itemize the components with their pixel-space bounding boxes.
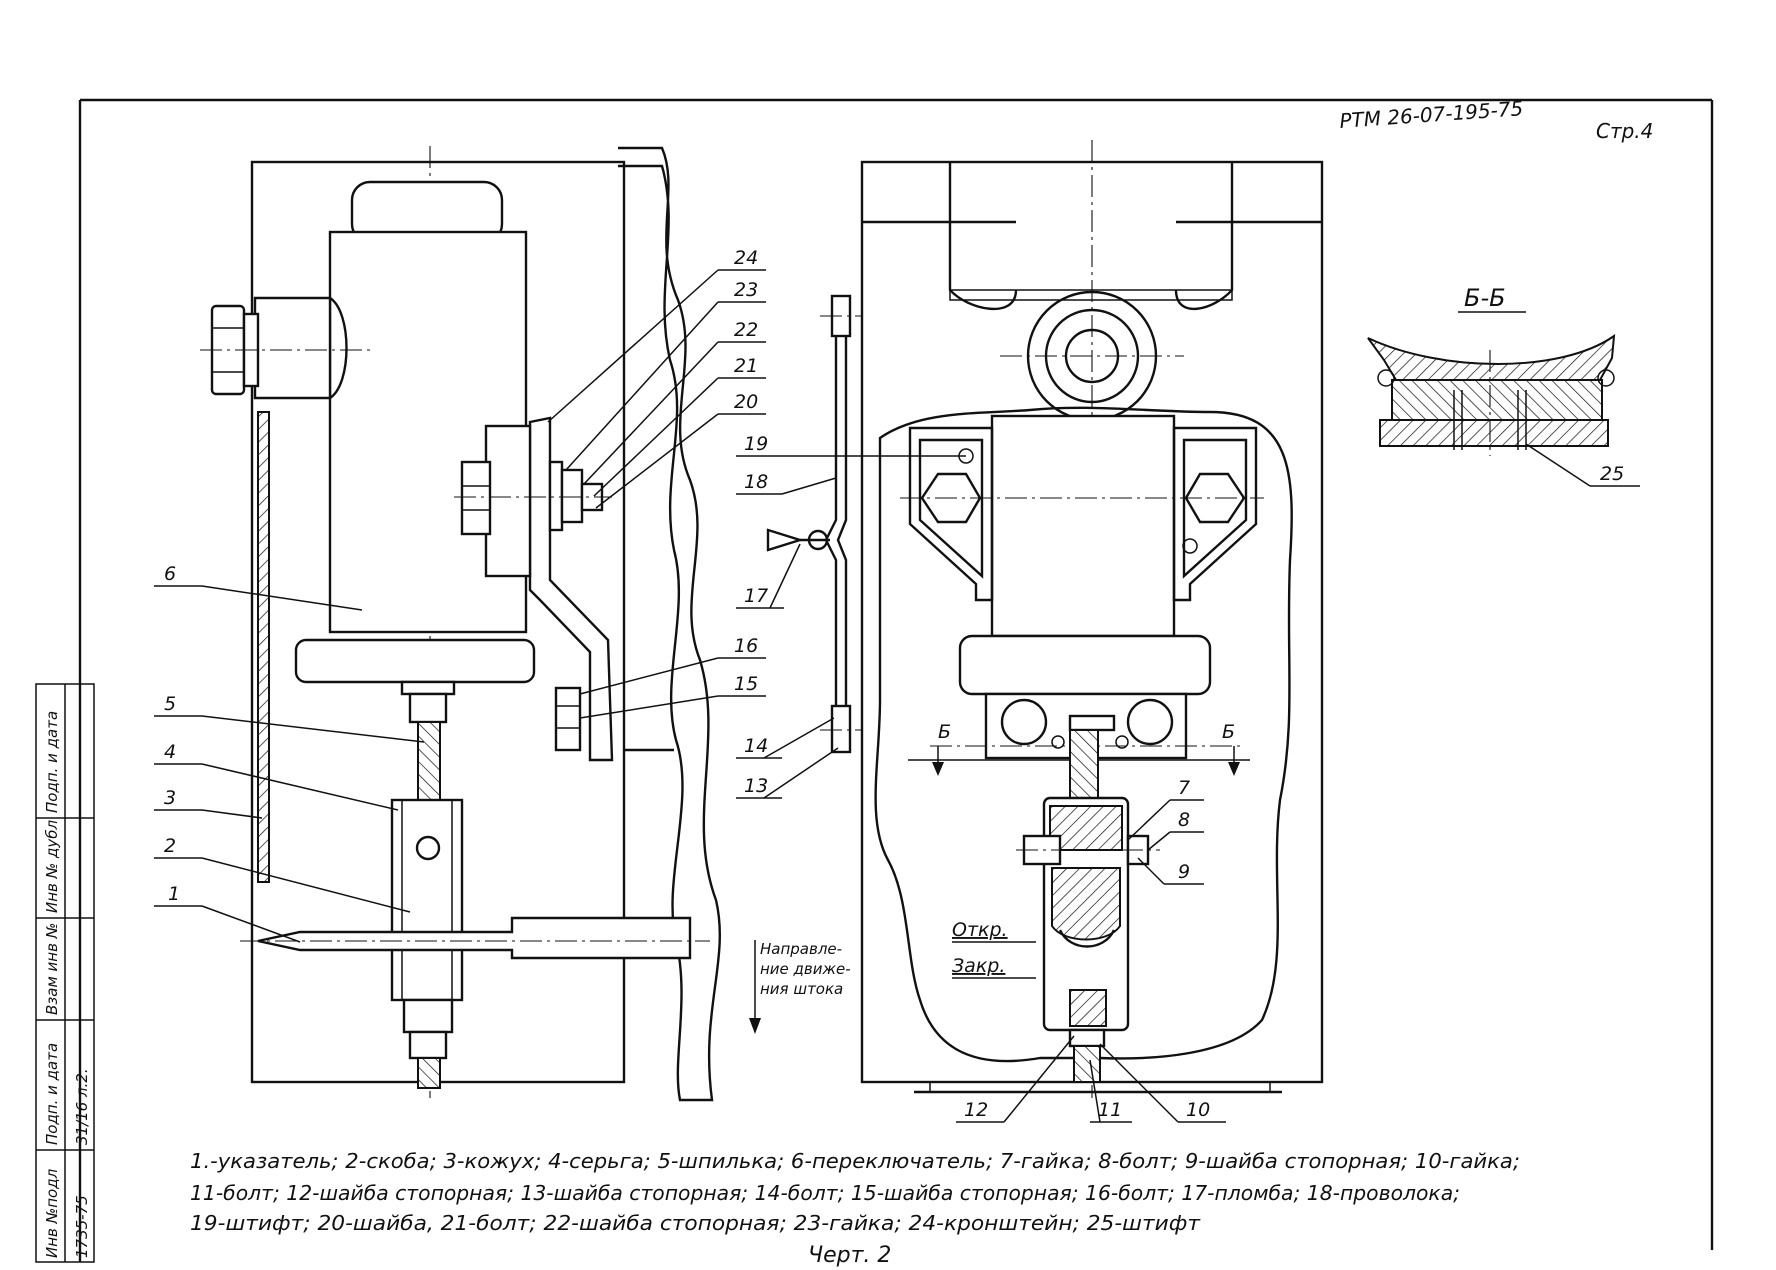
callout-5: 5 — [164, 693, 176, 715]
callout-24: 24 — [734, 247, 758, 269]
direction-line-1: Направле- — [760, 940, 842, 958]
callout-2: 2 — [164, 835, 176, 857]
callout-3: 3 — [164, 787, 176, 809]
title-block-strip: Инв №подл Подп. и дата Взам инв № Инв № … — [35, 683, 95, 1263]
callout-11: 11 — [1098, 1099, 1122, 1121]
legend-line-2: 11-болт; 12-шайба стопорная; 13-шайба ст… — [190, 1181, 1460, 1205]
tb-sign-date-label-1: Подп. и дата — [43, 1043, 61, 1145]
drawing-frame — [78, 98, 1714, 1262]
direction-note: Направле- ние движе- ния штока — [749, 940, 851, 1034]
callout-21: 21 — [734, 355, 758, 377]
callout-23: 23 — [734, 279, 758, 301]
callout-leaders — [154, 269, 1640, 1123]
legend-line-3: 19-штифт; 20-шайба, 21-болт; 22-шайба ст… — [190, 1211, 1201, 1235]
label-closed: Закр. — [952, 955, 1005, 977]
right-view: Откр. Закр. — [860, 140, 1324, 1098]
direction-line-2: ние движе- — [760, 960, 851, 978]
callout-1: 1 — [168, 883, 180, 905]
callout-8: 8 — [1178, 809, 1190, 831]
callout-6: 6 — [164, 563, 176, 585]
callout-13: 13 — [744, 775, 768, 797]
figure-caption: Черт. 2 — [808, 1243, 891, 1268]
callout-17: 17 — [744, 585, 768, 607]
callout-12: 12 — [964, 1099, 988, 1121]
tb-sign-date-label-2: Подп. и дата — [43, 711, 61, 813]
direction-line-3: ния штока — [760, 980, 843, 998]
callout-20: 20 — [734, 391, 758, 413]
callout-9: 9 — [1178, 861, 1190, 883]
legend-line-1: 1.-указатель; 2-скоба; 3-кожух; 4-серьга… — [190, 1149, 1520, 1173]
label-open: Откр. — [952, 919, 1008, 941]
callout-19: 19 — [744, 433, 768, 455]
page-number: Стр.4 — [1596, 119, 1653, 143]
tb-inv-value: 1735-75 — [73, 1195, 91, 1258]
section-b-b: Б-Б — [1367, 284, 1616, 456]
callout-15: 15 — [734, 673, 758, 695]
section-mark-left: Б — [938, 721, 951, 743]
callout-14: 14 — [744, 735, 768, 757]
section-mark-right: Б — [1222, 721, 1235, 743]
document-code: РТМ 26-07-195-75 — [1339, 96, 1524, 133]
section-title: Б-Б — [1464, 284, 1506, 312]
callout-10: 10 — [1186, 1099, 1210, 1121]
lock-wire — [766, 294, 862, 754]
tb-inv-label: Инв №подл — [43, 1168, 61, 1258]
tb-date-value: 31/16 л.2. — [73, 1068, 91, 1145]
callout-22: 22 — [734, 319, 758, 341]
callout-7: 7 — [1178, 777, 1190, 799]
tb-dup-inv-label: Инв № дубл — [43, 819, 61, 913]
callout-numbers: 6 5 4 3 2 1 24 23 22 21 20 19 18 17 16 1… — [164, 247, 1624, 1121]
parts-legend: 1.-указатель; 2-скоба; 3-кожух; 4-серьга… — [190, 1149, 1520, 1235]
tb-replace-inv-label: Взам инв № — [43, 923, 61, 1015]
left-view — [200, 146, 722, 1102]
callout-18: 18 — [744, 471, 768, 493]
callout-25: 25 — [1600, 463, 1624, 485]
callout-4: 4 — [164, 741, 176, 763]
callout-16: 16 — [734, 635, 758, 657]
